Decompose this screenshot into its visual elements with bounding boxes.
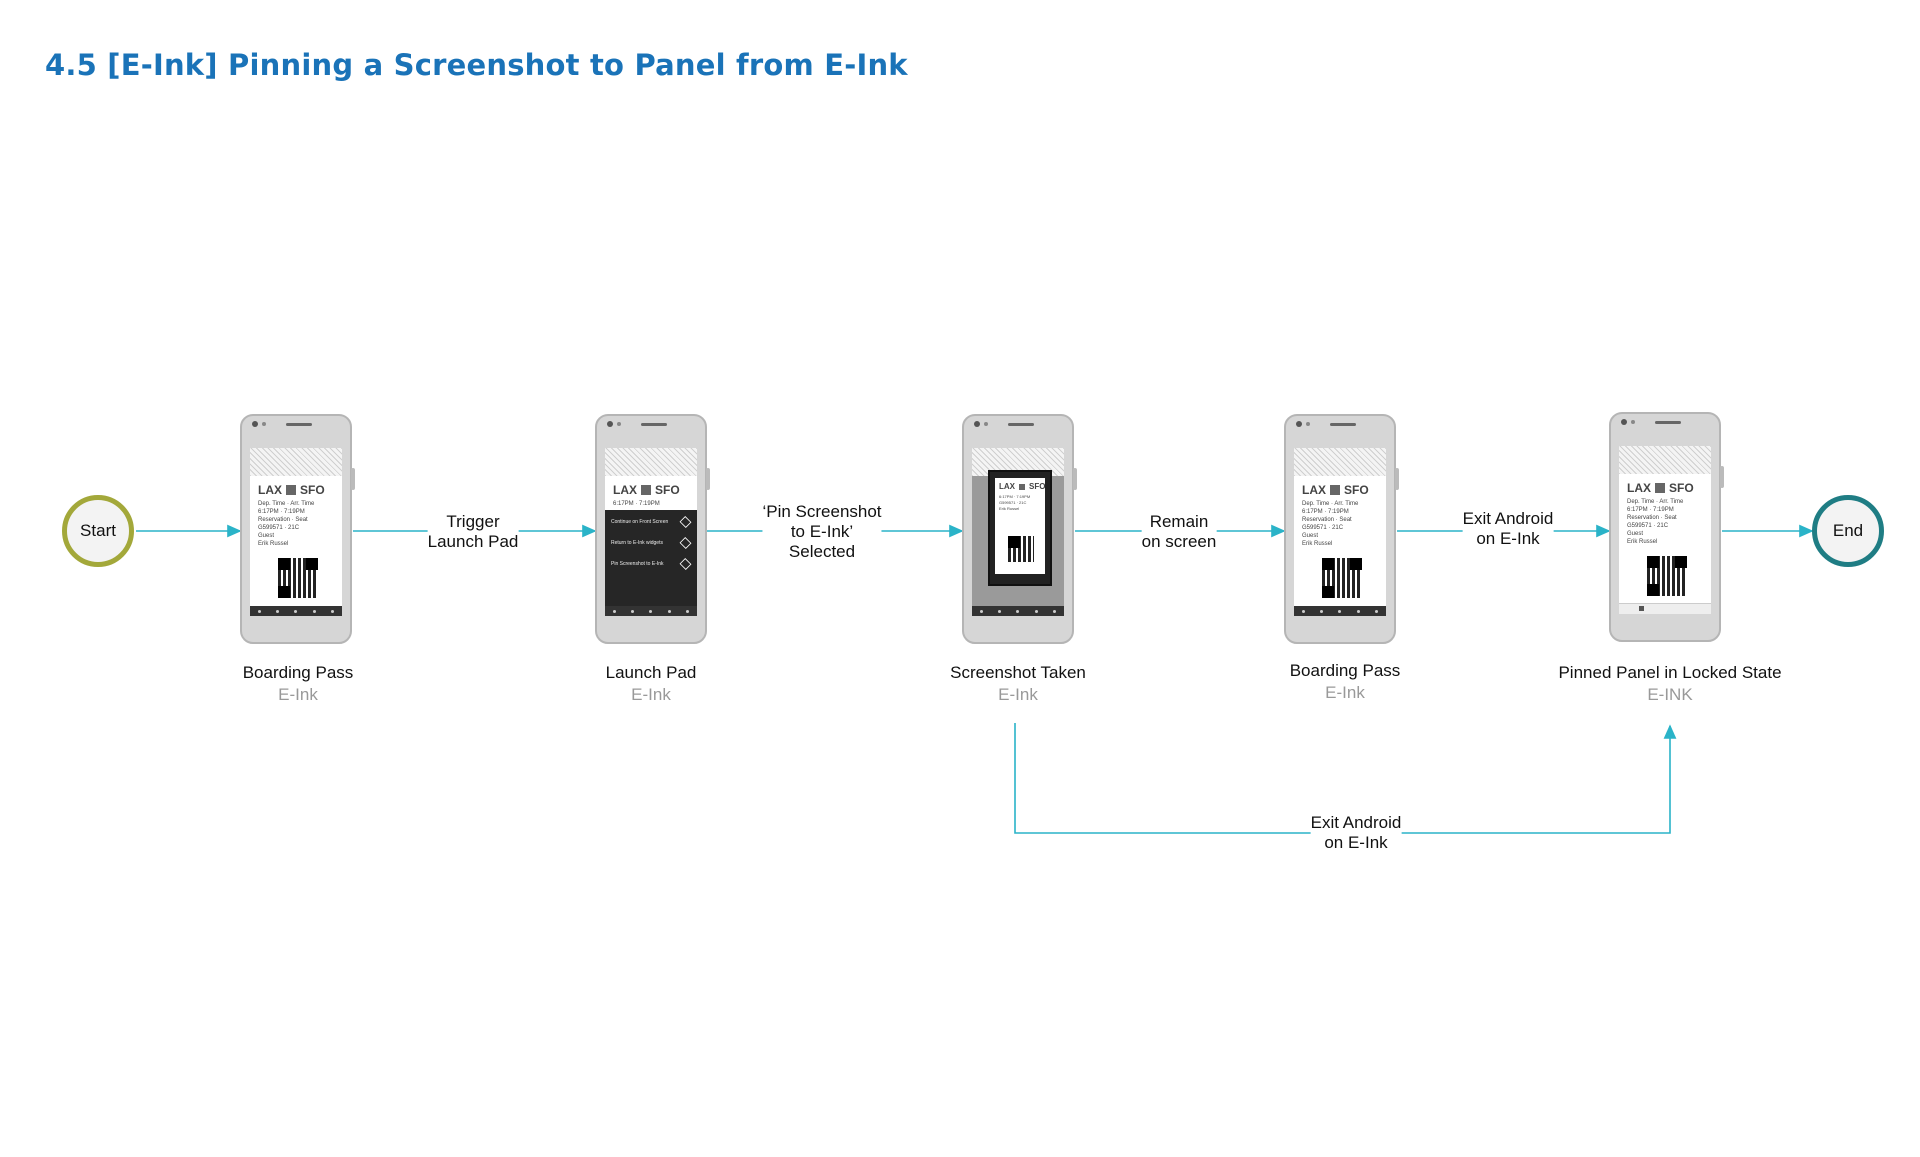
diamond-icon <box>679 537 692 549</box>
diamond-icon <box>679 516 692 528</box>
qr-code-icon <box>1320 556 1364 600</box>
end-label: End <box>1832 521 1864 540</box>
transition-label-remain-on-screen: Remain on screen <box>1141 512 1217 552</box>
page-title: 4.5 [E-Ink] Pinning a Screenshot to Pane… <box>45 48 908 82</box>
map-image <box>605 448 697 476</box>
qr-code-icon <box>1645 554 1689 598</box>
flight-details: Dep. Time · Arr. Time 6:17PM · 7:19PM Re… <box>1302 501 1359 547</box>
diamond-icon <box>679 558 692 570</box>
transition-label-pin-screenshot-selected: ‘Pin Screenshot to E-Ink’ Selected <box>762 502 882 562</box>
lock-icon <box>1639 606 1644 611</box>
android-navbar <box>250 606 342 616</box>
start-label: Start <box>80 521 116 540</box>
transition-label-trigger-launch-pad: Trigger Launch Pad <box>427 512 519 552</box>
menu-item-return-widgets[interactable]: Return to E-Ink widgets <box>605 534 697 552</box>
map-image <box>1294 448 1386 476</box>
android-navbar <box>972 606 1064 616</box>
menu-item-pin-screenshot[interactable]: Pin Screenshot to E-Ink <box>605 555 697 573</box>
start-node: Start <box>62 495 134 567</box>
android-navbar <box>605 606 697 616</box>
map-image <box>250 448 342 476</box>
qr-code-icon <box>1006 534 1036 564</box>
flight-details: Dep. Time · Arr. Time 6:17PM · 7:19PM Re… <box>1627 499 1684 545</box>
launch-pad-menu: Continue on Front Screen Return to E-Ink… <box>605 510 697 606</box>
transition-label-exit-android-bypass: Exit Android on E-Ink <box>1310 813 1402 853</box>
menu-item-continue-front[interactable]: Continue on Front Screen <box>605 513 697 531</box>
qr-code-icon <box>276 556 320 600</box>
locked-status-bar <box>1619 603 1711 614</box>
transition-label-exit-android: Exit Android on E-Ink <box>1462 509 1554 549</box>
flight-details: Dep. Time · Arr. Time 6:17PM · 7:19PM Re… <box>258 501 315 547</box>
end-node: End <box>1812 495 1884 567</box>
flight-details: 6:17PM · 7:19PM <box>613 501 660 507</box>
android-navbar <box>1294 606 1386 616</box>
map-image <box>1619 446 1711 474</box>
